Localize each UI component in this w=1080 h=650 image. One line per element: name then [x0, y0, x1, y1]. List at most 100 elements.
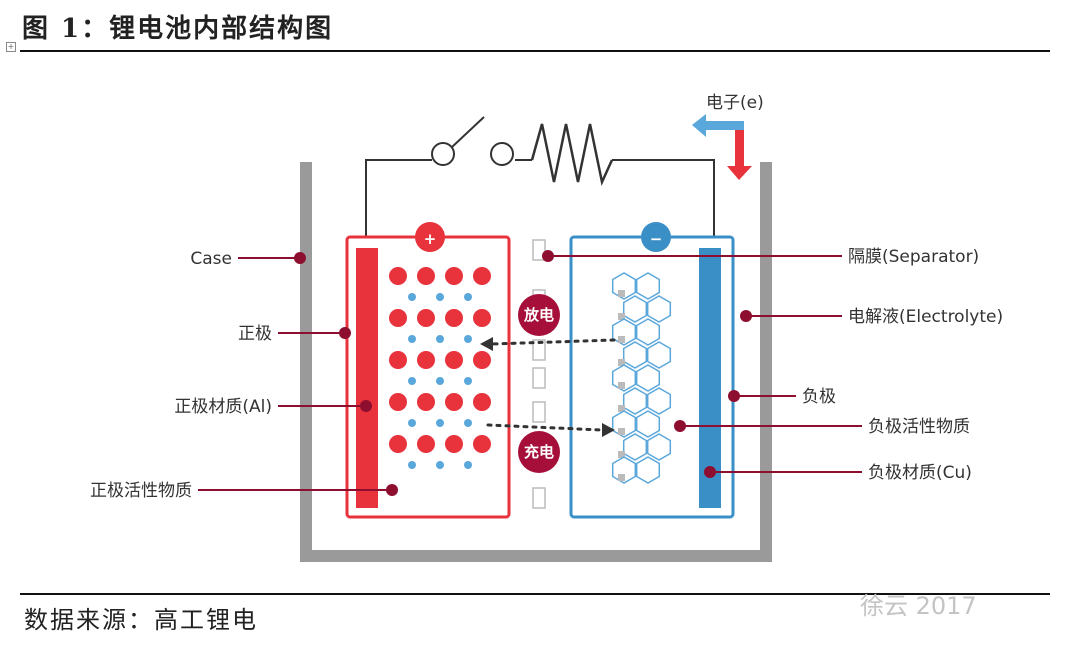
lithium-ion [436, 461, 444, 469]
graphite-hexagon [611, 272, 637, 300]
lithium-ion [618, 359, 625, 366]
lithium-ion [618, 405, 625, 412]
graphite-hexagon [622, 387, 648, 415]
lithium-ion [408, 461, 416, 469]
lithium-ion [618, 474, 625, 481]
label-separator: 隔膜(Separator) [848, 247, 979, 267]
cathode-active-material [389, 267, 491, 469]
label-anode-active: 负极活性物质 [868, 417, 970, 437]
cathode-particle [473, 267, 491, 285]
graphite-hexagon [635, 272, 661, 300]
minus-icon: − [650, 230, 663, 248]
graphite-hexagon [635, 364, 661, 392]
graphite-hexagon [635, 410, 661, 438]
cathode-particle [473, 435, 491, 453]
lithium-ion [464, 293, 472, 301]
lithium-ion [618, 336, 625, 343]
lithium-ion [618, 382, 625, 389]
electron-down-arrow-icon [727, 166, 752, 180]
cathode-particle [445, 393, 463, 411]
cathode-particle [389, 435, 407, 453]
top-rule [20, 50, 1050, 52]
graphite-hexagon [622, 295, 648, 323]
cathode-particle [389, 267, 407, 285]
discharge-badge [518, 294, 560, 336]
label-anode-collector: 负极材质(Cu) [868, 463, 972, 483]
graphite-hexagon [646, 295, 672, 323]
label-anode: 负极 [802, 387, 836, 407]
cathode-particle [417, 435, 435, 453]
label-cathode-collector: 正极材质(Al) [174, 397, 272, 417]
right-leaders [542, 250, 862, 478]
bottom-rule [20, 593, 1050, 595]
graphite-hexagon [635, 456, 661, 484]
label-electrolyte: 电解液(Electrolyte) [848, 307, 1003, 327]
graphite-hexagon [646, 387, 672, 415]
plus-icon: + [424, 230, 437, 248]
discharge-label: 放电 [523, 306, 554, 324]
cathode-particle [445, 267, 463, 285]
lithium-ion [408, 293, 416, 301]
graphite-hexagon [611, 456, 637, 484]
graphite-hexagon [611, 410, 637, 438]
lithium-ion [436, 335, 444, 343]
watermark: 徐云 2017 [860, 592, 977, 620]
cathode-particle [445, 435, 463, 453]
label-case: Case [190, 249, 232, 269]
lithium-ion [464, 461, 472, 469]
graphite-hexagon [611, 318, 637, 346]
positive-current-collector [356, 248, 378, 508]
cathode-particle [473, 393, 491, 411]
graphite-hexagon [646, 433, 672, 461]
separator [532, 239, 546, 509]
cathode-particle [473, 309, 491, 327]
lithium-ion [618, 428, 625, 435]
charge-badge [518, 431, 560, 473]
positive-terminal-badge [415, 222, 445, 252]
figure-title: 图 1：锂电池内部结构图 [22, 14, 334, 44]
lithium-ion [436, 293, 444, 301]
discharge-arrow-icon [480, 337, 493, 351]
charge-arrow-icon [602, 423, 615, 437]
lithium-ion [436, 377, 444, 385]
cathode-particle [417, 309, 435, 327]
electron-left-arrow-icon [692, 114, 744, 137]
graphite-hexagon [646, 341, 672, 369]
graphite-hexagon [622, 433, 648, 461]
graphite-hexagon [635, 318, 661, 346]
switch-lever [451, 116, 485, 148]
discharge-flow-line [490, 338, 616, 346]
electron-label: 电子(e) [706, 93, 764, 113]
lithium-ion [618, 290, 625, 297]
lithium-ion [408, 377, 416, 385]
charge-label: 充电 [524, 443, 554, 461]
lithium-ion [408, 335, 416, 343]
left-leaders [198, 252, 398, 496]
cathode-particle [389, 309, 407, 327]
source-note: 数据来源：高工锂电 [24, 606, 258, 634]
negative-current-collector [699, 248, 721, 508]
anchor-icon: + [6, 42, 16, 52]
cathode-particle [389, 351, 407, 369]
cathode-particle [445, 309, 463, 327]
circuit-wire [365, 159, 715, 236]
lithium-ion [618, 313, 625, 320]
negative-terminal-badge [641, 222, 671, 252]
lithium-ion [408, 419, 416, 427]
label-cathode: 正极 [238, 324, 272, 344]
lithium-ion [436, 419, 444, 427]
lithium-ion [464, 335, 472, 343]
resistor-icon [530, 123, 614, 187]
lithium-ion [464, 419, 472, 427]
graphite-hexagon [611, 364, 637, 392]
switch-left-contact [431, 142, 455, 166]
anode-active-material [611, 272, 672, 484]
lithium-ion [618, 451, 625, 458]
cathode-particle [417, 267, 435, 285]
cathode-particle [417, 393, 435, 411]
lithium-ion [464, 377, 472, 385]
cathode-particle [445, 351, 463, 369]
charge-flow-line [486, 423, 604, 432]
cathode-particle [473, 351, 491, 369]
